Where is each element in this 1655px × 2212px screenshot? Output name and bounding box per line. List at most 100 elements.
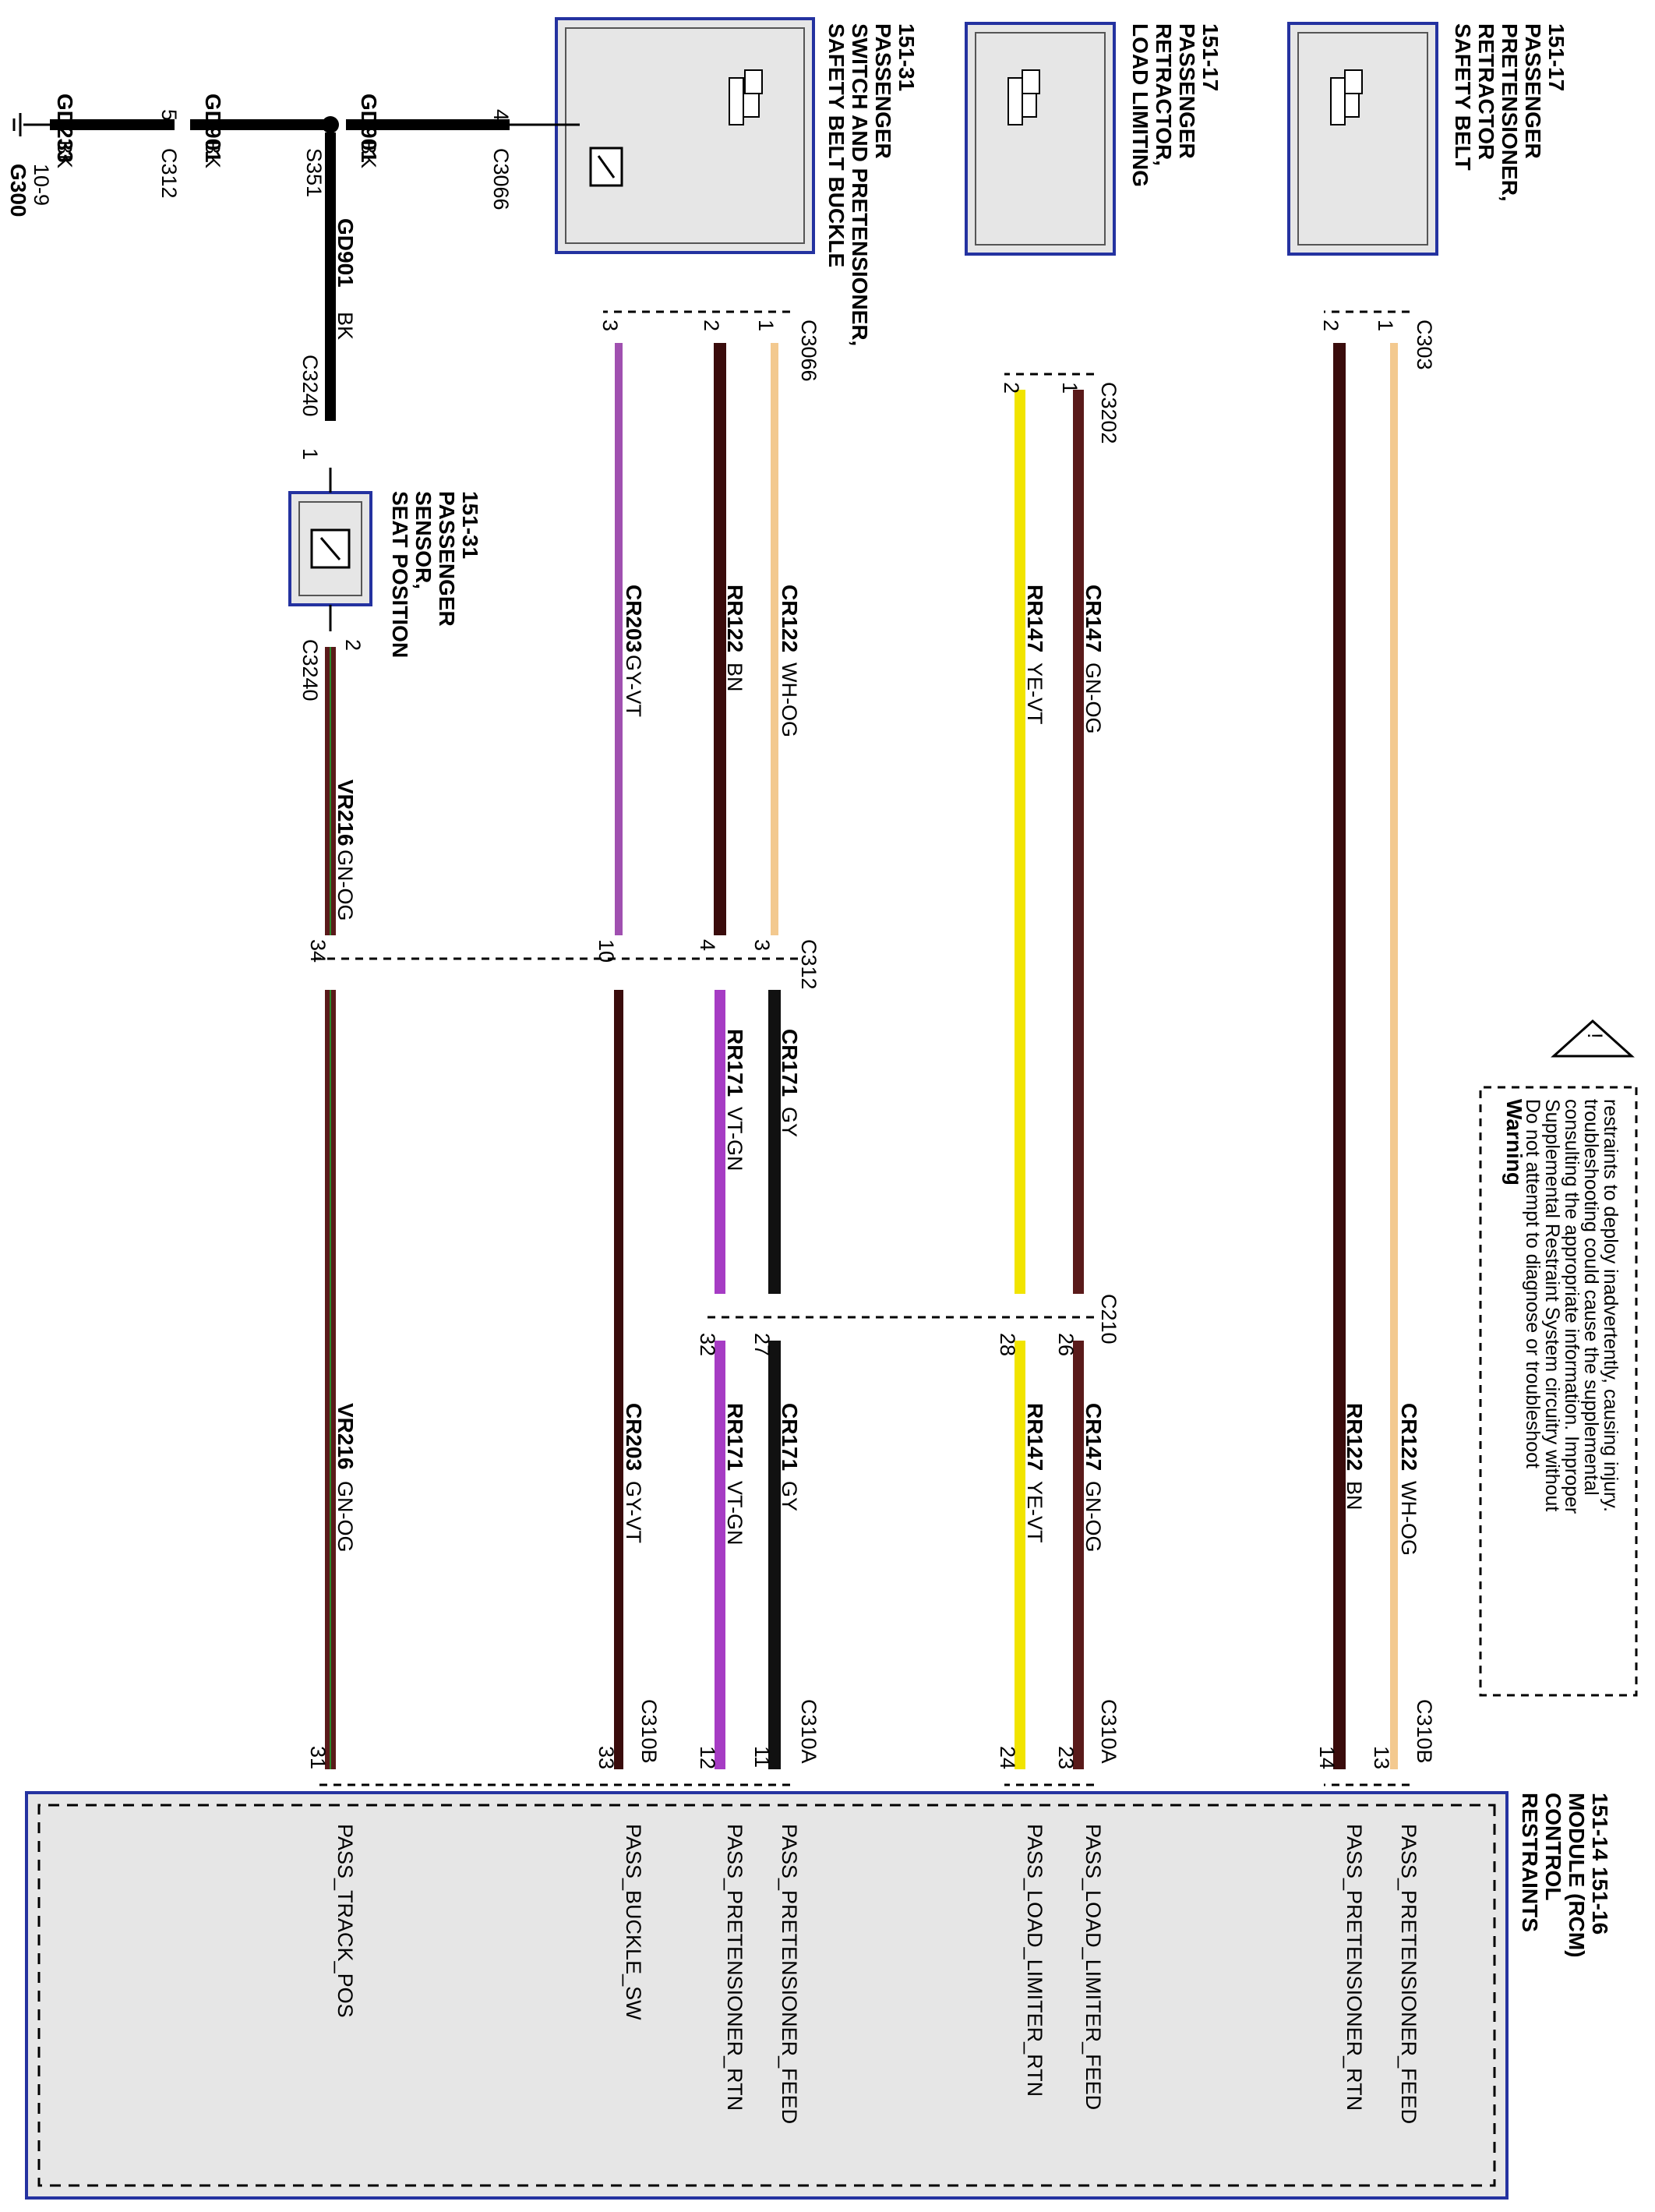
- rcm-label-4: 151-14 151-16: [1588, 1793, 1612, 1935]
- rr147-b-circuit: RR147: [1023, 1403, 1047, 1471]
- rr171-a-circuit: RR171: [723, 1029, 747, 1097]
- c312-label: C312: [797, 939, 820, 990]
- rcm-signal-pret-feed-2: PASS_PRETENSIONER_FEED: [1397, 1824, 1420, 2124]
- c303-pin-2: 2: [1319, 320, 1343, 331]
- connector-labels: C3066 3 2 1 C3202 2 1 C303 2 1 C312 34 1…: [306, 320, 1436, 1769]
- gd901-b-label: GD901: [357, 94, 381, 163]
- c310b-1-label: C310B: [637, 1699, 661, 1764]
- vr216-a-circuit: VR216: [333, 779, 358, 846]
- rcm-label-2: CONTROL: [1541, 1793, 1565, 1900]
- rcm-pin-12: 12: [696, 1746, 719, 1769]
- seat-sensor-label-2: SENSOR,: [411, 491, 436, 589]
- retractor-label-3: PASSENGER: [1175, 23, 1199, 159]
- rcm-pin-13: 13: [1370, 1746, 1393, 1769]
- rr122-a-circuit: RR122: [723, 585, 747, 652]
- cr171-b-circuit: CR171: [778, 1403, 802, 1471]
- c3240-bot-pin: 2: [341, 639, 365, 651]
- rcm-label-3: MODULE (RCM): [1565, 1793, 1589, 1958]
- rcm-pin-33: 33: [595, 1746, 618, 1769]
- pretensioner-label-2: RETRACTOR: [1474, 23, 1498, 160]
- rr147-a-color: YE-VT: [1023, 663, 1046, 725]
- rr171-b-color: VT-GN: [723, 1481, 746, 1546]
- cr203-b-circuit: CR203: [622, 1403, 646, 1471]
- buckle-component: SAFETY BELT BUCKLE SWITCH AND PRETENSION…: [555, 17, 919, 346]
- cr122-a-circuit: CR122: [778, 585, 802, 652]
- vr216-b-circuit: VR216: [333, 1403, 358, 1470]
- rcm-pin-23: 23: [1054, 1746, 1078, 1769]
- gd233-color: BK: [53, 140, 76, 168]
- cr147-b-color: GN-OG: [1082, 1481, 1105, 1553]
- rcm-pin-24: 24: [996, 1746, 1019, 1769]
- rcm-pin-31: 31: [306, 1746, 330, 1769]
- vr216-b-color: GN-OG: [333, 1481, 357, 1553]
- buckle-label-1: SAFETY BELT BUCKLE: [824, 23, 849, 267]
- c310a-1-label: C310A: [797, 1699, 820, 1764]
- retractor-label-1: LOAD LIMITING: [1128, 23, 1152, 187]
- buckle-label-4: 151-31: [895, 23, 919, 91]
- pretensioner-squib-icon: [1330, 69, 1363, 125]
- retractor-component: LOAD LIMITING RETRACTOR, PASSENGER 151-1…: [965, 22, 1223, 256]
- rr122-b-circuit: RR122: [1343, 1403, 1367, 1471]
- pin4-label: 4: [489, 109, 513, 121]
- cr147-a-color: GN-OG: [1082, 663, 1105, 734]
- rcm-signal-ll-rtn: PASS_LOAD_LIMITER_RTN: [1023, 1824, 1046, 2097]
- rcm-signal-ll-feed: PASS_LOAD_LIMITER_FEED: [1082, 1824, 1105, 2110]
- rr147-b-color: YE-VT: [1023, 1481, 1046, 1543]
- cr203-a-circuit: CR203: [622, 585, 646, 652]
- pin5-label: 5: [157, 109, 181, 121]
- rr171-a-color: VT-GN: [723, 1107, 746, 1171]
- wires-group: VR216 GN-OG VR216 GN-OG C3240 2 CR203 GY…: [298, 310, 1421, 1786]
- gd233-label: GD233: [53, 94, 77, 163]
- rr147-a-circuit: RR147: [1023, 585, 1047, 652]
- cr203-a-color: GY-VT: [622, 655, 645, 717]
- rcm-pin-11: 11: [750, 1746, 774, 1768]
- c3202-pin-1: 1: [1058, 382, 1082, 394]
- warning-line-3: consulting the appropriate information. …: [1561, 1099, 1583, 1514]
- warning-title: Warning: [1502, 1099, 1526, 1186]
- c3240-top-pin: 1: [298, 448, 322, 460]
- c303-label: C303: [1413, 320, 1436, 370]
- retractor-label-4: 151-17: [1198, 23, 1223, 91]
- c3066-pin-2: 2: [700, 320, 723, 331]
- c312-pin-10: 10: [595, 939, 618, 963]
- splice-label: S351: [302, 148, 326, 197]
- gd901-a-label: GD901: [201, 94, 225, 163]
- buckle-pretensioner-icon: [729, 69, 763, 125]
- c310b-2-label: C310B: [1413, 1699, 1436, 1764]
- gd901-v-circuit: GD901: [333, 218, 358, 288]
- rr122-a-color: BN: [723, 663, 746, 692]
- c303-pin-1: 1: [1374, 320, 1397, 331]
- cr147-a-circuit: CR147: [1082, 585, 1106, 652]
- rcm-pin-14: 14: [1315, 1746, 1339, 1769]
- rr171-b-circuit: RR171: [723, 1403, 747, 1471]
- cr203-b-color: GY-VT: [622, 1481, 645, 1543]
- seat-sensor-component: SEAT POSITION SENSOR, PASSENGER 151-31: [288, 468, 482, 658]
- cr122-b-circuit: CR122: [1397, 1403, 1421, 1471]
- warning-line-1: Do not attempt to diagnose or troublesho…: [1522, 1099, 1544, 1468]
- cr147-b-circuit: CR147: [1082, 1403, 1106, 1471]
- retractor-squib-icon: [1007, 69, 1040, 125]
- rcm-signal-track-pos: PASS_TRACK_POS: [333, 1824, 357, 2018]
- warning-line-2: Supplemental Restraint System circuitry …: [1541, 1099, 1563, 1511]
- rcm-signal-buckle-sw: PASS_BUCKLE_SW: [622, 1824, 645, 2020]
- c210-pin-28: 28: [996, 1333, 1019, 1356]
- c3066-label: C3066: [797, 320, 820, 382]
- c312-pin-4: 4: [696, 939, 719, 951]
- c210-pin-27: 27: [750, 1333, 774, 1356]
- c210-pin-26: 26: [1054, 1333, 1078, 1356]
- pretensioner-label-3: PRETENSIONER,: [1498, 23, 1522, 202]
- c3066-ground-label: C3066: [489, 148, 513, 210]
- cr122-b-color: WH-OG: [1397, 1481, 1420, 1556]
- cr171-a-color: GY: [778, 1107, 801, 1137]
- c210-pin-32: 32: [696, 1333, 719, 1356]
- c312-pin-3: 3: [750, 939, 774, 951]
- buckle-label-3: PASSENGER: [871, 23, 895, 159]
- gd901-a-color: BK: [201, 140, 224, 168]
- rcm-signal-pret-feed-1: PASS_PRETENSIONER_FEED: [778, 1824, 801, 2124]
- pretensioner-label-5: 151-17: [1544, 23, 1569, 91]
- cr171-b-color: GY: [778, 1481, 801, 1511]
- buckle-label-2: SWITCH AND PRETENSIONER,: [848, 23, 872, 346]
- rcm-signal-pret-rtn-1: PASS_PRETENSIONER_RTN: [723, 1824, 746, 2111]
- vr216-a-color: GN-OG: [333, 850, 357, 921]
